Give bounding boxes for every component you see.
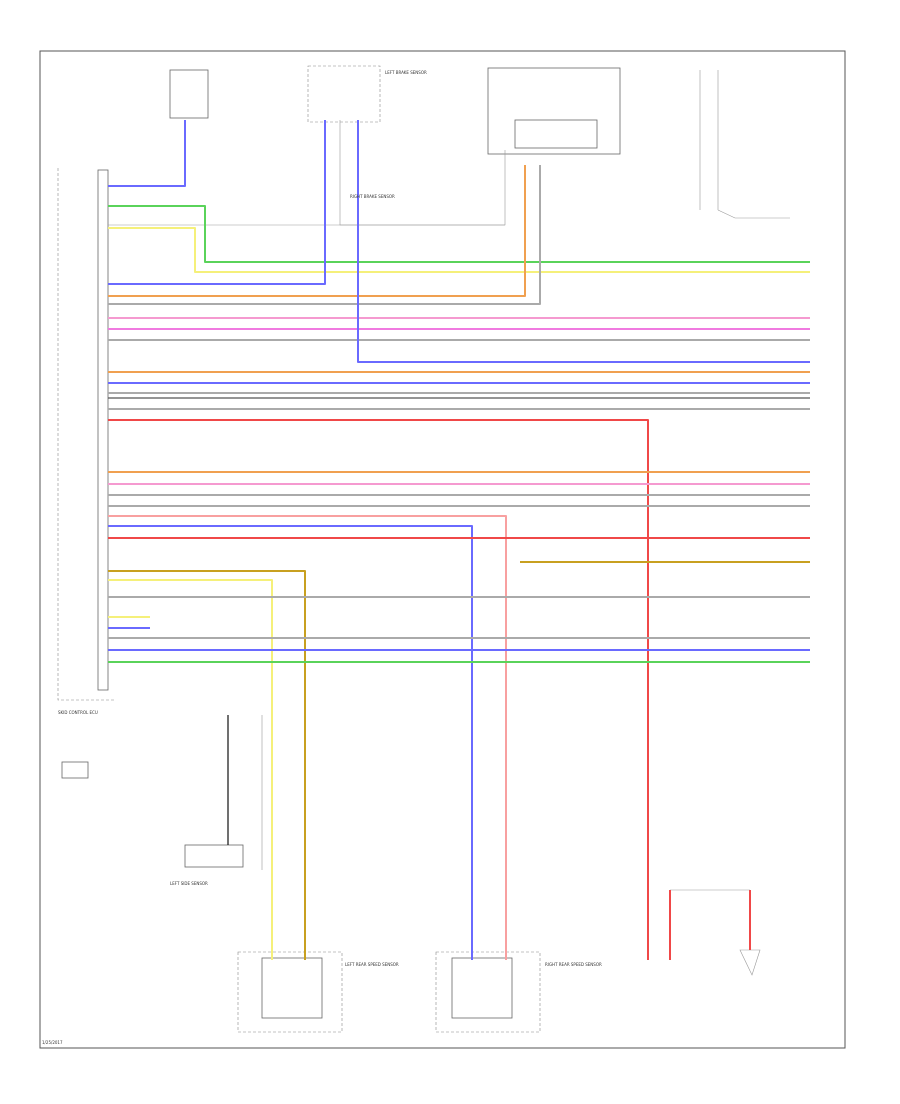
top-center-sensor-box — [307, 65, 381, 123]
bottom-left-label: LEFT SIDE SENSOR — [170, 881, 208, 886]
wire-olive-24 — [108, 570, 306, 960]
top-center-label: LEFT BRAKE SENSOR — [385, 70, 427, 75]
wire-yellow-25 — [108, 579, 273, 960]
ecu-label: SKID CONTROL ECU — [58, 710, 98, 715]
wire-group — [108, 120, 810, 960]
top-right-switch-lines — [699, 70, 719, 210]
left-rear-label: LEFT REAR SPEED SENSOR — [345, 962, 399, 967]
ecu-housing-outline — [57, 168, 115, 701]
wire-lightred-20 — [108, 515, 507, 960]
wire-blue-21 — [108, 525, 473, 960]
top-left-sensor-box — [169, 69, 209, 119]
diagram-frame — [39, 50, 846, 1049]
wire-gray-5 — [108, 165, 541, 305]
right-joint-label: RIGHT BRAKE SENSOR — [350, 194, 395, 199]
bottom-left-switch — [61, 761, 89, 779]
bottom-right-diode — [739, 949, 761, 976]
footer-label: 1/25/2017 — [42, 1040, 63, 1045]
top-right-ground-wire — [717, 209, 790, 219]
left-rear-sensor-outline — [237, 951, 343, 1033]
wire-blue-3 — [108, 120, 326, 285]
wire-blue-0 — [108, 120, 186, 187]
top-relay-inner — [514, 119, 598, 149]
wire-orange-4 — [108, 165, 526, 297]
wire-blue-9 — [357, 120, 810, 363]
wire-yellow-2 — [108, 227, 810, 273]
left-rear-speed-sensor — [261, 957, 323, 1019]
top-loop-wire — [339, 120, 506, 226]
bottom-left-sensor-box — [184, 844, 244, 868]
top-relay-box — [487, 67, 621, 155]
right-rear-sensor-outline — [435, 951, 541, 1033]
right-rear-label: RIGHT REAR SPEED SENSOR — [545, 962, 602, 967]
wire-green-1 — [108, 205, 810, 263]
ecu-connector-strip — [97, 169, 109, 691]
wire-red-15 — [108, 419, 649, 960]
right-rear-speed-sensor — [451, 957, 513, 1019]
